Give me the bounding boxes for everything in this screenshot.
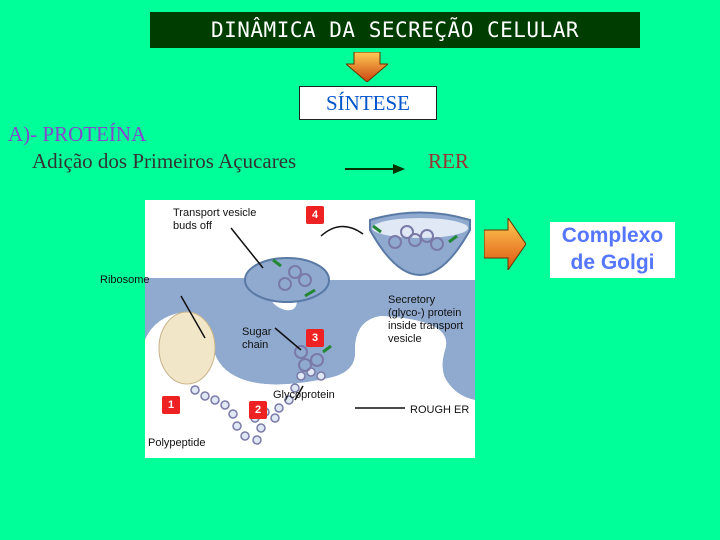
golgi-arrow-icon: [484, 218, 526, 270]
rer-label: RER: [428, 149, 469, 174]
step-description: Adição dos Primeiros Açucares: [32, 149, 296, 174]
step-1-badge: 1: [162, 396, 180, 414]
sintese-box: SÍNTESE: [299, 86, 437, 120]
label-secretory-protein: Secretory(glyco-) protein inside transpo…: [388, 294, 463, 346]
label-rough-er: ROUGH ER: [410, 404, 469, 417]
label-ribosome: Ribosome: [100, 274, 150, 287]
step-3-badge: 3: [306, 329, 324, 347]
budding-vesicle: [245, 258, 329, 302]
label-glycoprotein: Glycoprotein: [273, 389, 335, 402]
step-4-badge: 4: [306, 206, 324, 224]
down-arrow-icon: [346, 52, 388, 82]
step-2-badge: 2: [249, 401, 267, 419]
section-heading: A)- PROTEÍNA: [8, 122, 146, 147]
golgi-complex-label: Complexo de Golgi: [550, 222, 675, 278]
right-arrow-icon: [345, 162, 405, 176]
label-polypeptide: Polypeptide: [148, 437, 206, 450]
slide-title: DINÂMICA DA SECREÇÃO CELULAR: [150, 12, 640, 48]
ribosome: [159, 312, 215, 384]
